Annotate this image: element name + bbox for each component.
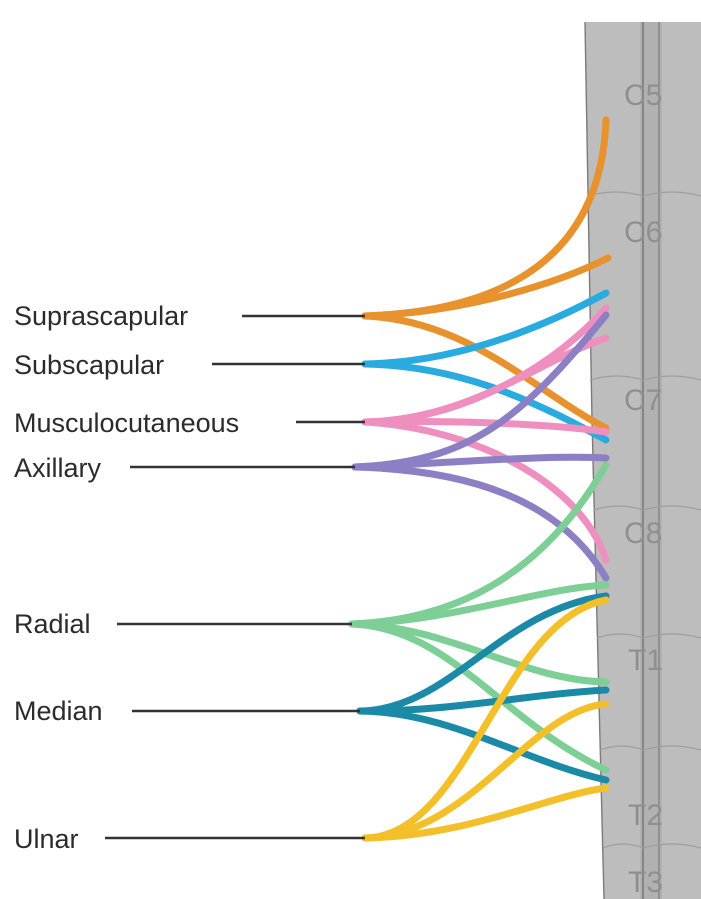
axillary-branch-c6 bbox=[355, 457, 606, 467]
nerve-label-radial: Radial bbox=[14, 609, 91, 639]
nerve-label-suprascapular: Suprascapular bbox=[14, 301, 188, 331]
suprascapular-branch-c7 bbox=[365, 316, 606, 428]
nerve-labels: Suprascapular Subscapular Musculocutaneo… bbox=[14, 301, 239, 854]
median-branch-t2 bbox=[360, 711, 606, 780]
nerve-label-axillary: Axillary bbox=[14, 453, 102, 483]
musculocutaneous-branch-c8 bbox=[365, 422, 606, 560]
leader-lines bbox=[105, 316, 365, 838]
nerve-label-median: Median bbox=[14, 696, 103, 726]
nerve-label-musculocutaneous: Musculocutaneous bbox=[14, 408, 239, 438]
suprascapular-branch-c5 bbox=[365, 120, 606, 316]
segment-label-t2: T2 bbox=[628, 799, 663, 832]
radial-branch-c7 bbox=[352, 465, 606, 624]
nerve-branches bbox=[352, 120, 608, 838]
segment-label-c7: C7 bbox=[624, 384, 662, 417]
nerve-label-ulnar: Ulnar bbox=[14, 824, 79, 854]
nerve-label-subscapular: Subscapular bbox=[14, 350, 164, 380]
median-branch-t1 bbox=[360, 690, 606, 711]
segment-label-c5: C5 bbox=[624, 79, 662, 112]
segment-label-t1: T1 bbox=[628, 644, 663, 677]
segment-label-t3: T3 bbox=[628, 866, 663, 899]
radial-branch-t2 bbox=[352, 624, 606, 770]
segment-label-c8: C8 bbox=[624, 517, 662, 550]
segment-label-c6: C6 bbox=[624, 216, 662, 249]
